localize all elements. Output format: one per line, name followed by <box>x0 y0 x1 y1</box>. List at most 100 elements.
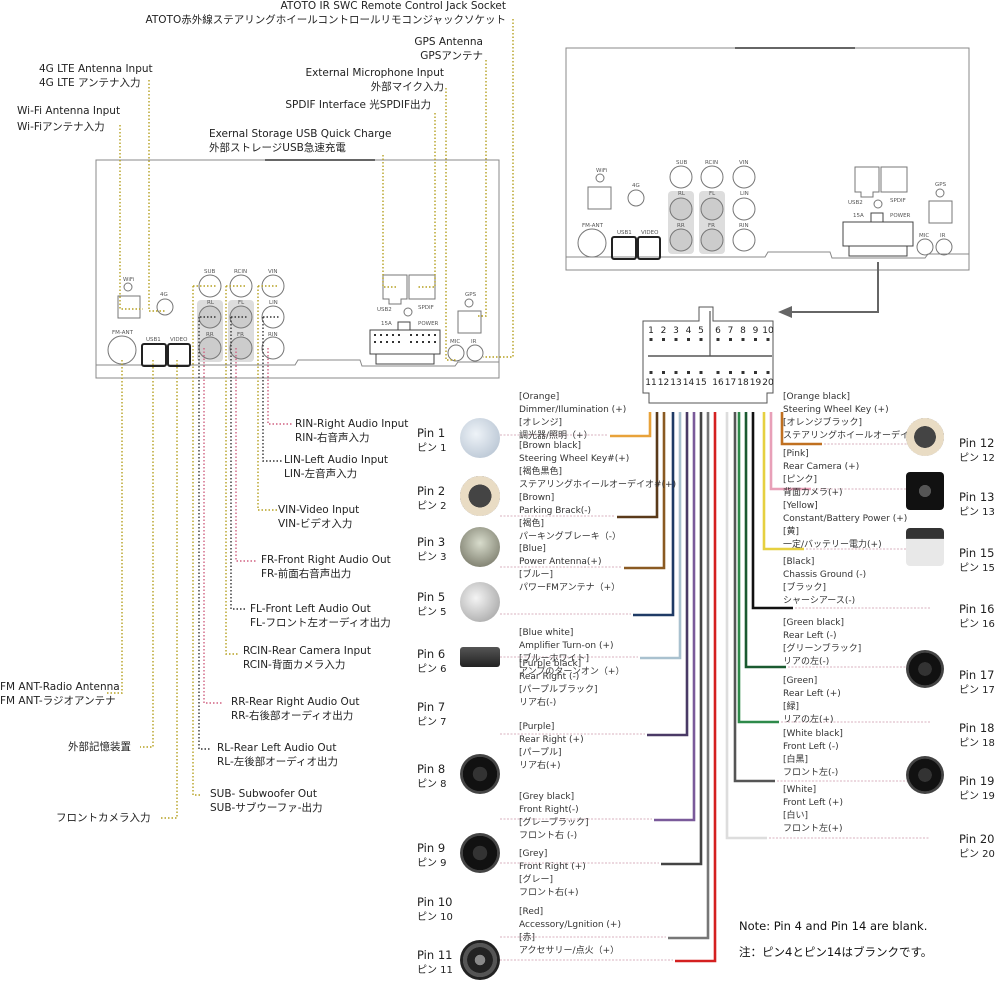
svg-text:FM-ANT: FM-ANT <box>582 223 604 229</box>
svg-text:RR: RR <box>677 223 685 229</box>
wire-label-color-jp: [褐色黒色] <box>519 467 563 477</box>
connector-pin-number: 3 <box>673 326 679 336</box>
wire-label-func-en: Dimmer/Ilumination (+) <box>519 405 627 415</box>
pin-number: Pin 15 <box>959 546 995 560</box>
usb-storage-label: Exernal Storage USB Quick Charge 外部ストレージ… <box>209 127 391 155</box>
pin-number-jp: ピン 11 <box>417 965 453 976</box>
wire-left-pin <box>661 412 703 866</box>
wire-label: [Brown]Parking Brack(-)[褐色]パーキングブレーキ（-） <box>519 492 621 544</box>
svg-text:POWER: POWER <box>890 213 911 219</box>
svg-text:4G: 4G <box>632 183 640 189</box>
wire-label-color-en: [Pink] <box>783 449 809 459</box>
pin-number: Pin 5 <box>417 590 446 604</box>
pin-number: Pin 13 <box>959 490 995 504</box>
speaker-icon <box>460 754 500 794</box>
wire-label-color-en: [Green black] <box>783 618 845 628</box>
connector-pin-dot <box>649 338 653 341</box>
wire-left-pin <box>647 412 689 737</box>
wire-label-color-en: [Purple black] <box>519 659 582 669</box>
wire-label-func-jp: リア右(-) <box>519 698 557 708</box>
connector-pin-dot <box>716 338 720 341</box>
wire-label-func-jp: フロント右 (-) <box>519 831 578 841</box>
ir-port <box>466 344 484 362</box>
pin-number-jp: ピン 7 <box>417 717 447 728</box>
wire-label-color-en: [Orange] <box>519 392 560 402</box>
wire-label-func-en: Rear Right (+) <box>519 735 584 745</box>
wire-label: [Green black]Rear Left (-)[グリーンブラック]リアの左… <box>783 617 861 669</box>
port-label-rcin: RCIN <box>234 269 247 275</box>
wire-label-func-jp: ステアリングホイールオーデイオ#(+) <box>519 480 677 490</box>
wifi-label-jp: Wi-Fiアンテナ入力 <box>17 121 105 133</box>
wire-label-func-en: Rear Left (+) <box>783 689 841 699</box>
pin-number-jp: ピン 1 <box>417 443 447 454</box>
external-storage-label: 外部記憶装置 <box>68 741 131 753</box>
wire-label: [Brown black]Steering Wheel Key#(+)[褐色黒色… <box>519 440 676 492</box>
svg-text:LIN: LIN <box>740 191 749 197</box>
pin-number-jp: ピン 2 <box>417 501 447 512</box>
svg-text:RIN: RIN <box>739 223 749 229</box>
wire-label: [Green]Rear Left (+)[緑]リアの左(+) <box>783 675 841 727</box>
steering-wheel-icon <box>460 476 500 516</box>
port-label-4g: 4G <box>160 292 168 298</box>
connector-pin-number: 11 <box>645 378 656 388</box>
wire-label-color-jp: [グレー] <box>519 875 554 885</box>
pin-number: Pin 17 <box>959 668 995 682</box>
connector-pin-dot <box>766 371 770 374</box>
wire-label: [Grey]Front Right (+)[グレー]フロント右(+) <box>519 848 586 900</box>
wire-label-func-jp: パワーFMアンテナ（+） <box>519 583 621 593</box>
wire-right-pin <box>769 412 811 491</box>
amplifier-icon <box>460 647 500 667</box>
wire-label-func-en: Front Left (-) <box>783 742 839 752</box>
wire-label: [Blue white]Amplifier Turn-on (+)[ブルーホワイ… <box>519 627 624 679</box>
pin-number: Pin 16 <box>959 602 995 616</box>
wire-label-color-jp: [赤] <box>519 933 536 943</box>
connector-pin-dot <box>741 338 745 341</box>
svg-text:RCIN: RCIN <box>705 160 718 166</box>
wire-right-pin <box>737 412 779 724</box>
wire-right-pin <box>762 412 804 551</box>
wire-label-func-en: Chassis Ground (-) <box>783 570 867 580</box>
wire-left-pin <box>640 412 682 660</box>
speaker-icon <box>906 650 944 688</box>
port-label-usb2: USB2 <box>377 307 392 313</box>
connector-pin-dot <box>716 371 720 374</box>
gps-antenna-label: GPS Antenna GPSアンテナ <box>414 35 483 63</box>
pin-number-jp: ピン 5 <box>417 607 447 618</box>
svg-text:SUB: SUB <box>676 160 688 166</box>
wire-label-func-jp: リアの左(+) <box>783 715 834 725</box>
wire-label-color-en: [Black] <box>783 557 815 567</box>
leader-lines <box>105 19 514 819</box>
svg-text:RL: RL <box>678 191 686 197</box>
wire-right-pin <box>751 412 793 610</box>
connector-pin-number: 4 <box>686 326 692 336</box>
port-label-fm-ant: FM-ANT <box>112 330 134 336</box>
wire-label-color-jp: [ブルーホワイト] <box>519 654 590 664</box>
wire-label-func-en: Constant/Battery Power (+) <box>783 514 908 524</box>
wire-label-color-jp: [黄] <box>783 527 800 537</box>
pin-label: Pin 11 ピン 11 <box>417 948 453 978</box>
4g-port <box>156 298 174 316</box>
connector-pin-number: 16 <box>712 378 724 388</box>
pin-number: Pin 8 <box>417 762 446 776</box>
parking-brake-icon <box>460 527 500 567</box>
lte-label-en: 4G LTE Antenna Input <box>39 63 153 75</box>
speaker-icon <box>906 756 944 794</box>
wire-left-pin <box>610 412 652 438</box>
wire-label-func-en: Parking Brack(-) <box>519 506 592 516</box>
port-label-spdif: SPDIF <box>418 305 434 311</box>
pin-number: Pin 11 <box>417 948 453 962</box>
wire-label-color-en: [Orange black] <box>783 392 851 402</box>
wire-label-func-en: Rear Camera (+) <box>783 462 860 472</box>
battery-icon <box>906 528 944 566</box>
connector-pin-dot <box>674 371 678 374</box>
svg-text:15A: 15A <box>853 213 864 219</box>
wire-label-color-en: [Green] <box>783 676 818 686</box>
wire-label-func-jp: フロント左(+) <box>783 824 843 834</box>
pin-number-jp: ピン 19 <box>959 791 995 802</box>
